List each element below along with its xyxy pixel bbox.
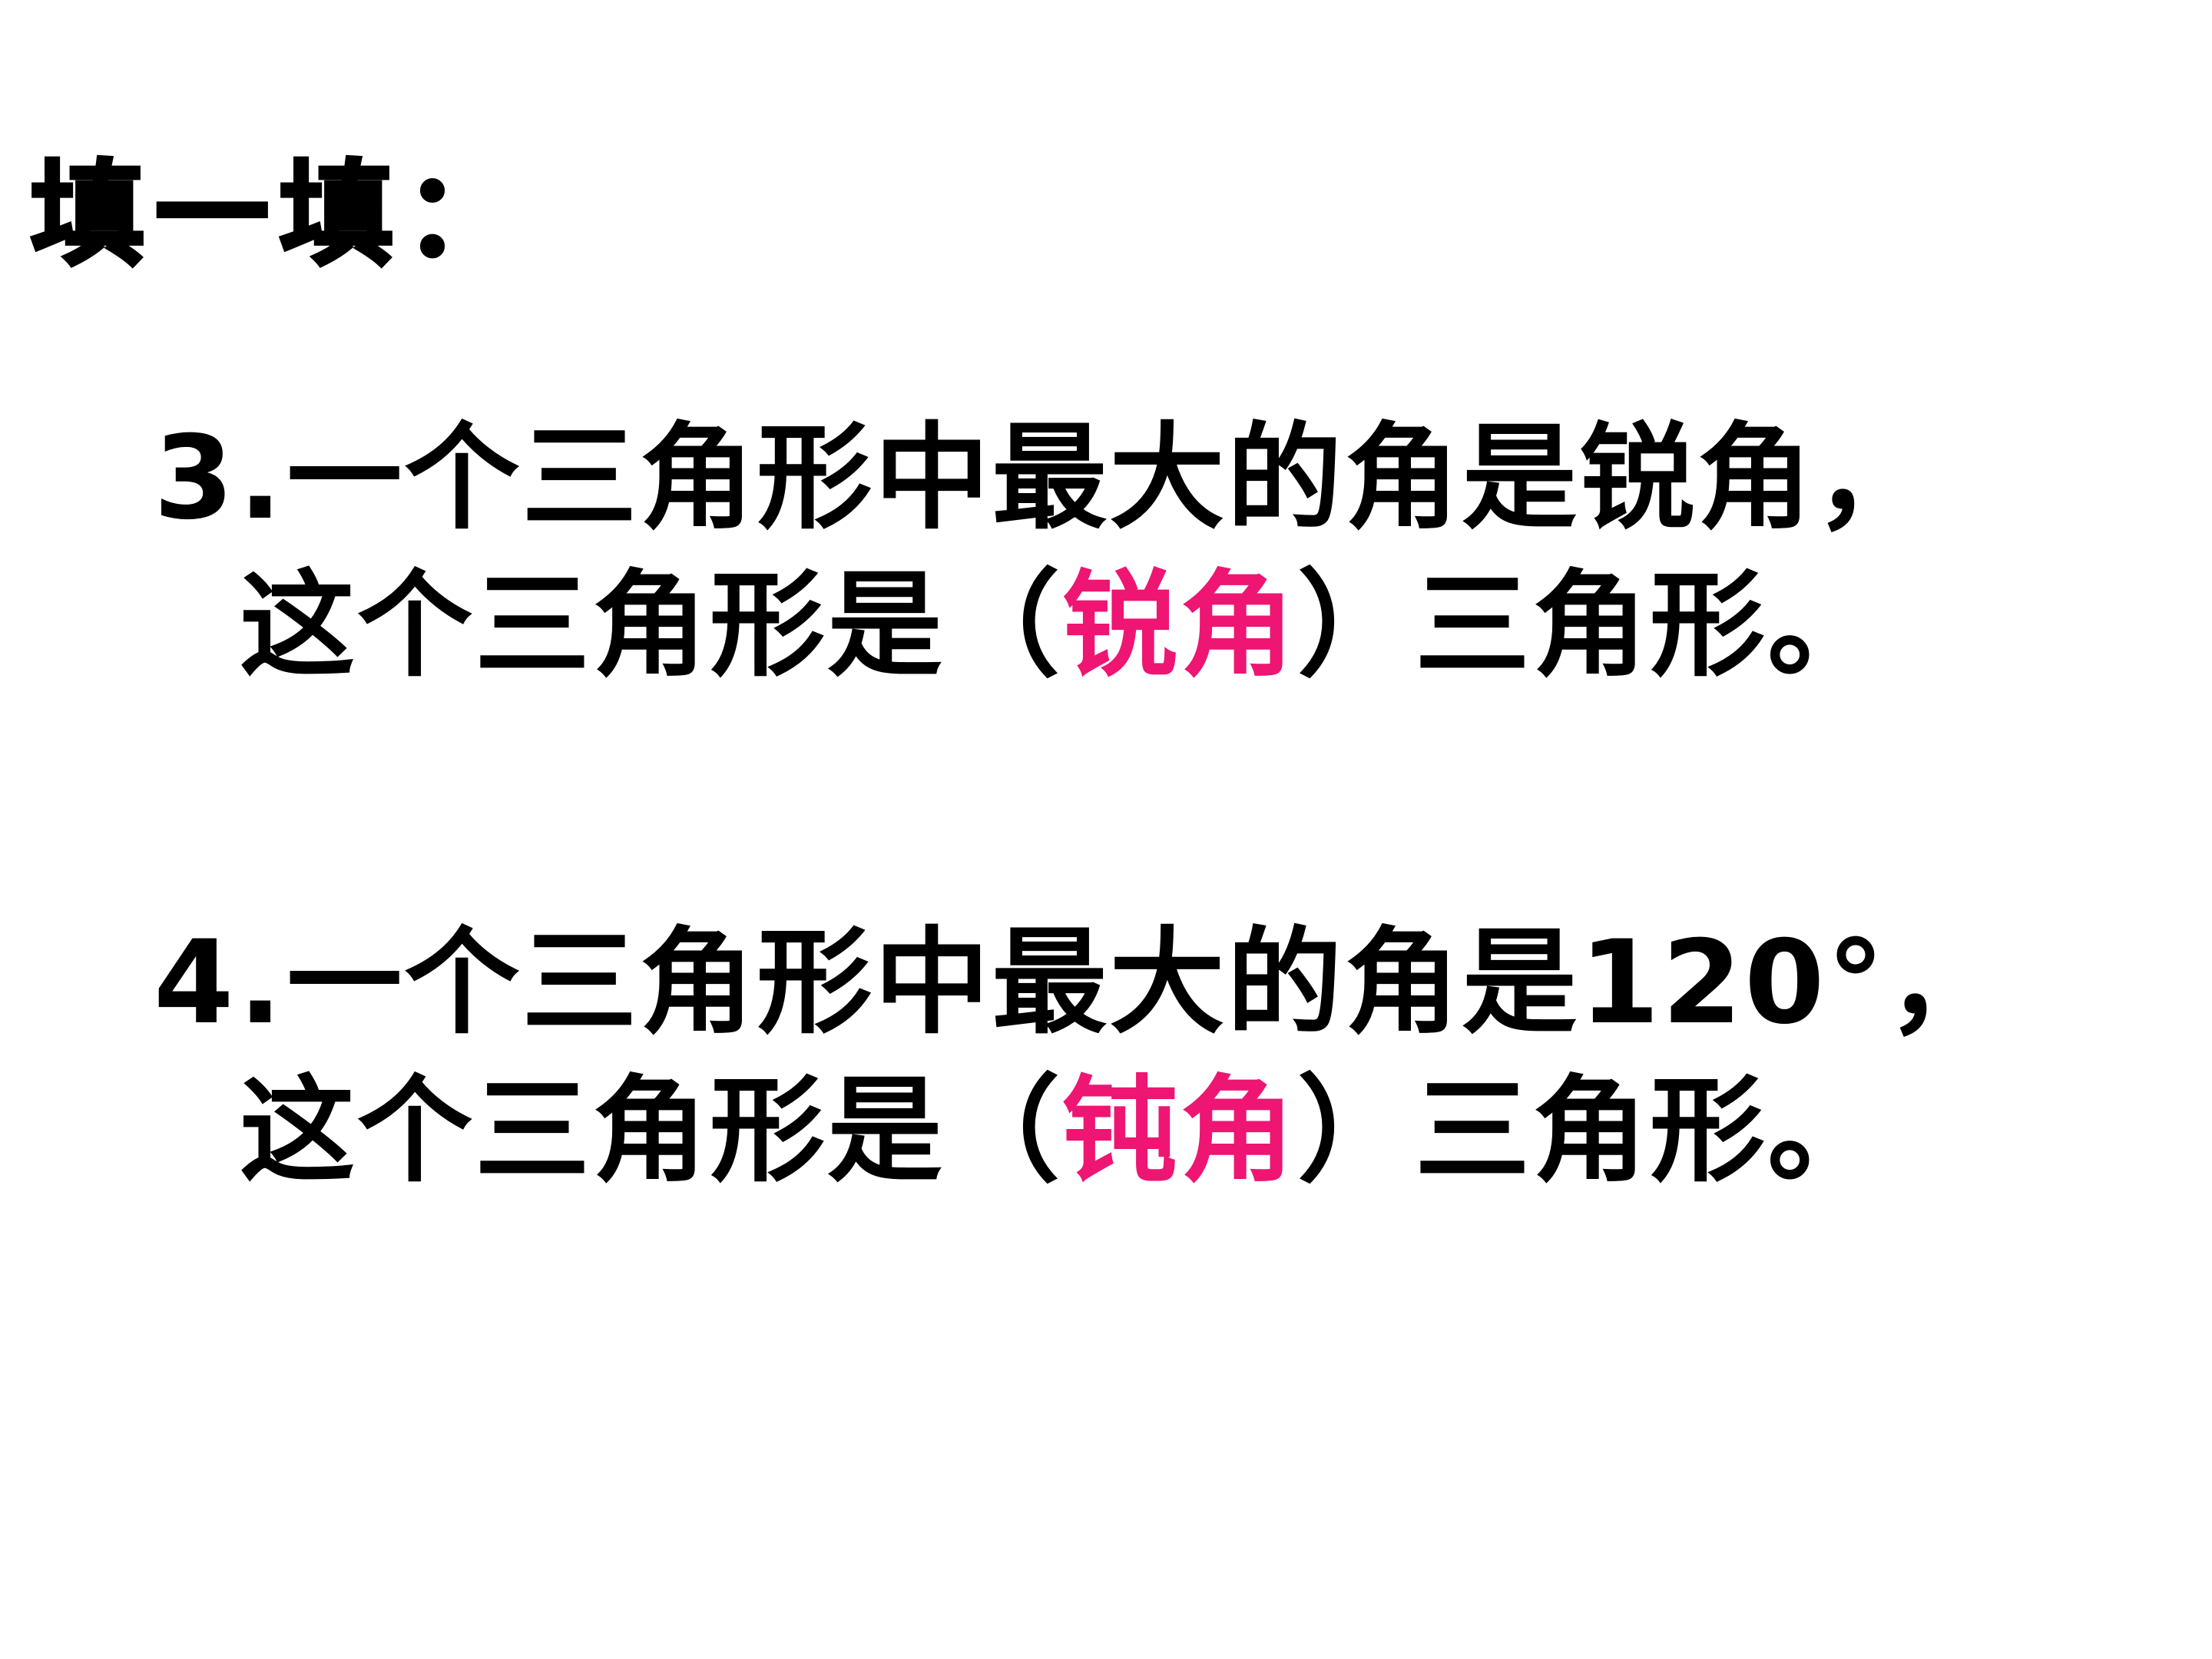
question-4-prompt-after: ）三角形。 (1297, 1065, 1886, 1198)
page-title: 填一填： (29, 147, 528, 281)
question-4-line-2: 这个三角形是（钝角）三角形。 (240, 1074, 1885, 1189)
question-3-answer: 锐角 (1062, 559, 1298, 693)
question-4-prompt-before: 这个三角形是（ (240, 1065, 1063, 1198)
question-3-prompt-before: 这个三角形是（ (240, 559, 1063, 693)
question-3-line-2: 这个三角形是（锐角）三角形。 (240, 568, 1885, 684)
question-4-statement: 一个三角形中最大的角是120°， (286, 916, 2005, 1050)
question-3-number: 3. (154, 412, 287, 545)
question-3-prompt-after: ）三角形。 (1297, 559, 1886, 693)
question-4-line-1: 4.一个三角形中最大的角是120°， (154, 926, 2004, 1041)
question-3-statement: 一个三角形中最大的角是锐角， (286, 412, 1932, 545)
question-3-line-1: 3.一个三角形中最大的角是锐角， (154, 421, 1932, 536)
question-4-answer: 钝角 (1062, 1065, 1298, 1198)
question-4-number: 4. (154, 916, 287, 1050)
